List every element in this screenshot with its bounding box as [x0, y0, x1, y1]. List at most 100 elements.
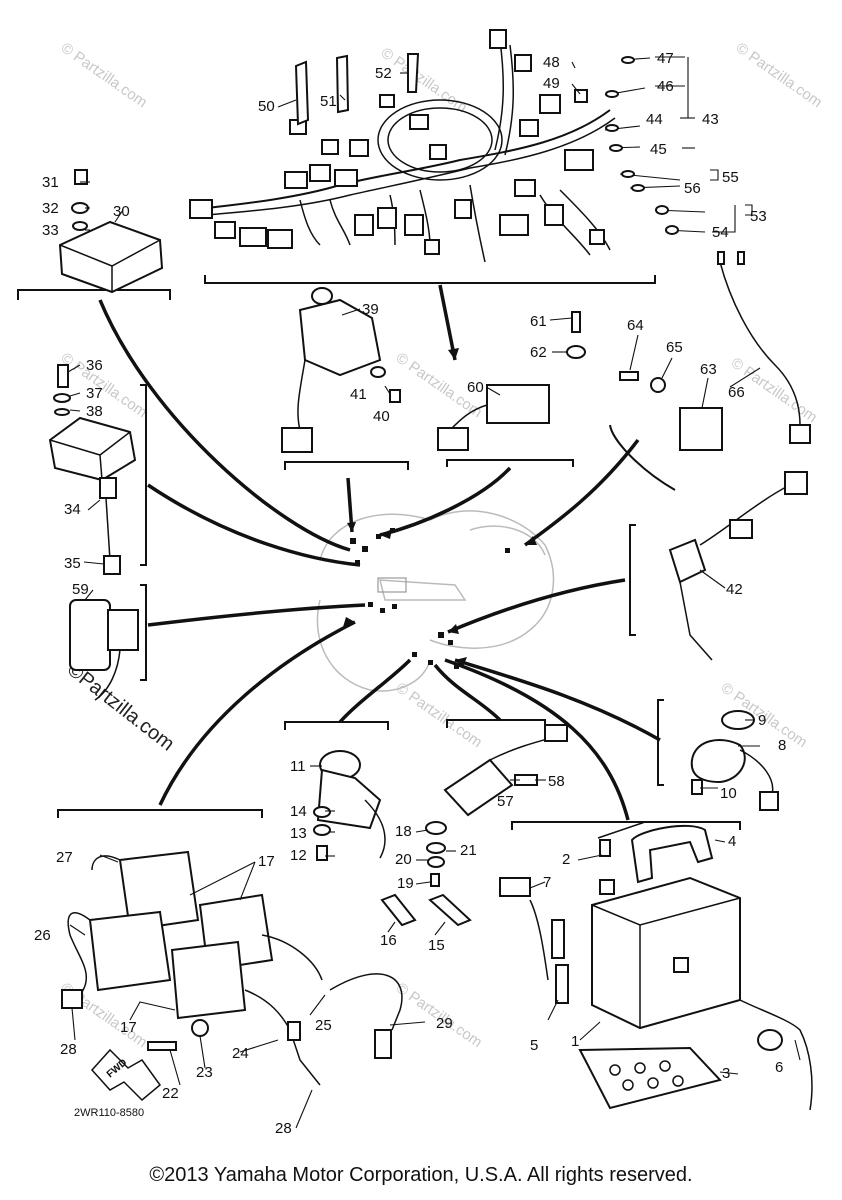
callout-62: 62 — [530, 344, 547, 361]
sub-wire — [717, 251, 811, 444]
callout-48: 48 — [543, 54, 560, 71]
rectifier-regulator — [48, 364, 137, 575]
callout-37: 37 — [86, 385, 103, 402]
callout-leaders — [67, 56, 801, 1129]
callout-16: 16 — [380, 932, 397, 949]
callout-8: 8 — [778, 737, 786, 754]
callout-56: 56 — [684, 180, 701, 197]
battery-group — [499, 821, 813, 1111]
callout-24: 24 — [232, 1045, 249, 1062]
watermark-text: © Partzilla.com — [393, 679, 486, 751]
neutral-switch — [313, 750, 386, 861]
callout-28-bottom: 28 — [275, 1120, 292, 1137]
fwd-arrow-label: FWD — [105, 1057, 130, 1080]
callout-38: 38 — [86, 403, 103, 420]
flasher-relay — [619, 371, 723, 451]
callout-65: 65 — [666, 339, 683, 356]
callout-12: 12 — [290, 847, 307, 864]
callout-44: 44 — [646, 111, 663, 128]
callout-2: 2 — [562, 851, 570, 868]
callout-58: 58 — [548, 773, 565, 790]
callout-55: 55 — [722, 169, 739, 186]
callout-61: 61 — [530, 313, 547, 330]
arrow-heads — [343, 348, 537, 667]
callout-14: 14 — [290, 803, 307, 820]
harness-clamps — [294, 53, 420, 126]
group-leader-lines — [98, 284, 661, 821]
wire-harness — [189, 29, 616, 263]
spark-plugs — [380, 821, 472, 927]
callout-50: 50 — [258, 98, 275, 115]
callout-17-bottom: 17 — [120, 1019, 137, 1036]
location-marks — [350, 528, 510, 669]
group-frames — [17, 275, 741, 830]
callout-46: 46 — [657, 78, 674, 95]
callout-45: 45 — [650, 141, 667, 158]
callout-23: 23 — [196, 1064, 213, 1081]
callout-numbers: 1 2 3 4 5 6 7 8 9 10 11 12 13 14 15 16 1… — [34, 50, 786, 1137]
callout-25: 25 — [315, 1017, 332, 1034]
unit-59 — [69, 599, 139, 701]
callout-6: 6 — [775, 1059, 783, 1076]
callout-11: 11 — [290, 758, 306, 775]
callout-66: 66 — [728, 384, 745, 401]
callout-57: 57 — [497, 793, 514, 810]
callout-4: 4 — [728, 833, 736, 850]
callout-26: 26 — [34, 927, 51, 944]
motorcycle-outline — [316, 510, 555, 692]
ignition-coils — [61, 850, 403, 1102]
callout-49: 49 — [543, 75, 560, 92]
callout-3: 3 — [722, 1065, 730, 1082]
callout-28-left: 28 — [60, 1041, 77, 1058]
callout-15: 15 — [428, 937, 445, 954]
callout-33: 33 — [42, 222, 59, 239]
callout-19: 19 — [397, 875, 414, 892]
callout-43: 43 — [702, 111, 719, 128]
callout-21: 21 — [460, 842, 477, 859]
partzilla-logo: ©Partzilla.com — [63, 659, 178, 756]
callout-31: 31 — [42, 174, 59, 191]
callout-17-top: 17 — [258, 853, 275, 870]
callout-13: 13 — [290, 825, 307, 842]
relay — [437, 311, 586, 451]
watermark-text: © Partzilla.com — [58, 39, 151, 111]
main-switch — [281, 287, 401, 453]
callout-39: 39 — [362, 301, 379, 318]
callout-64: 64 — [627, 317, 644, 334]
callout-1: 1 — [571, 1033, 579, 1050]
callout-41: 41 — [350, 386, 367, 403]
callout-63: 63 — [700, 361, 717, 378]
callout-32: 32 — [42, 200, 59, 217]
callout-22: 22 — [162, 1085, 179, 1102]
callout-27: 27 — [56, 849, 73, 866]
callout-52: 52 — [375, 65, 392, 82]
callout-42: 42 — [726, 581, 743, 598]
callout-53: 53 — [750, 208, 767, 225]
callout-35: 35 — [64, 555, 81, 572]
sensor-42 — [668, 471, 808, 661]
copyright-notice: ©2013 Yamaha Motor Corporation, U.S.A. A… — [149, 1164, 693, 1186]
callout-30: 30 — [113, 203, 130, 220]
watermark-text: © Partzilla.com — [733, 39, 826, 111]
cdi-unit — [58, 169, 164, 294]
callout-54: 54 — [712, 224, 729, 241]
callout-7: 7 — [543, 874, 551, 891]
callout-9: 9 — [758, 712, 766, 729]
drawing-code: 2WR110-8580 — [74, 1107, 144, 1119]
electrical-parts-diagram: © Partzilla.com © Partzilla.com © Partzi… — [17, 29, 826, 1137]
callout-47: 47 — [657, 50, 674, 67]
callout-59: 59 — [72, 581, 89, 598]
callout-51: 51 — [320, 93, 337, 110]
callout-20: 20 — [395, 851, 412, 868]
wire-leads — [604, 56, 706, 235]
callout-5: 5 — [530, 1037, 538, 1054]
callout-18: 18 — [395, 823, 412, 840]
horn — [690, 710, 779, 811]
callout-29: 29 — [436, 1015, 453, 1032]
callout-10: 10 — [720, 785, 737, 802]
callout-36: 36 — [86, 357, 103, 374]
callout-34: 34 — [64, 501, 81, 518]
callout-60: 60 — [467, 379, 484, 396]
callout-40: 40 — [373, 408, 390, 425]
